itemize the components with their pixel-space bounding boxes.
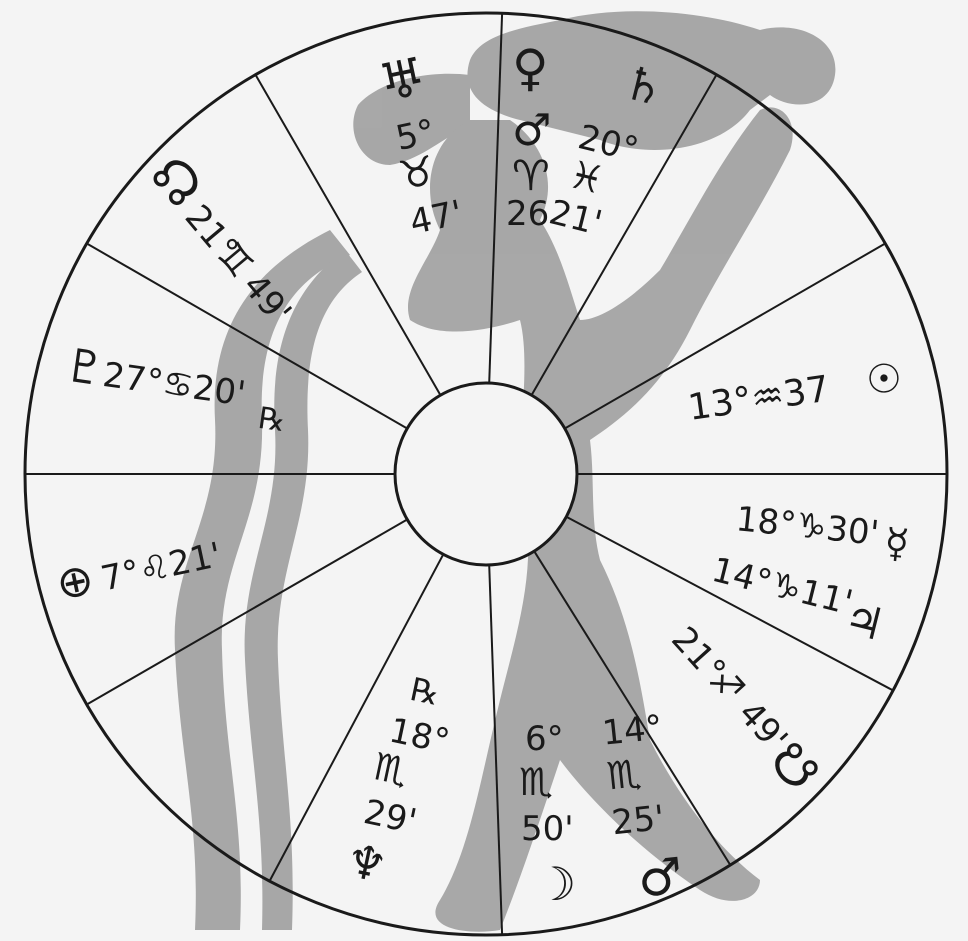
moon-minute: 50' xyxy=(521,809,574,849)
mars-sign: ♏ xyxy=(605,751,643,798)
uranus-sign: ♉ xyxy=(395,148,440,200)
saturn-sign: ♓ xyxy=(565,152,609,203)
moon-glyph: ☽ xyxy=(535,857,576,911)
sun-glyph: ☉ xyxy=(863,354,905,405)
neptune-sign: ♏ xyxy=(370,744,412,794)
neptune-retro: ℞ xyxy=(407,670,443,713)
venus-glyph: ♀ xyxy=(512,39,549,97)
venus-second-glyph: ♂ xyxy=(512,105,551,156)
moon-degree: 6° xyxy=(525,719,564,759)
neptune-minute: 29' xyxy=(360,792,420,842)
north-node-placement: ☊ 21° ♊ 49' xyxy=(138,145,311,335)
jupiter-text: 14°♑11' xyxy=(708,550,857,623)
moon-sign: ♏ xyxy=(519,760,553,804)
mercury-text: 18°♑30' xyxy=(734,499,881,554)
jupiter-placement: 14°♑11' ♃ xyxy=(703,550,892,652)
mars-minute: 25' xyxy=(610,798,667,843)
pluto-retro: ℞ xyxy=(256,401,288,439)
neptune-placement: ℞ 18° ♏ 29' ♆ xyxy=(341,664,463,901)
mars-degree: 14° xyxy=(600,708,664,754)
mars-glyph: ♂ xyxy=(635,846,686,908)
sun-placement: 13°♒37 ☉ xyxy=(685,354,905,430)
inner-circle xyxy=(395,383,577,565)
sun-text: 13°♒37 xyxy=(686,369,832,429)
mercury-glyph: ☿ xyxy=(882,520,911,568)
venus-sign: ♈ xyxy=(512,151,550,200)
neptune-glyph: ♆ xyxy=(341,832,393,893)
venus-placement: ♀ ♂ ♈ 26 xyxy=(506,39,551,234)
mercury-placement: 18°♑30' ☿ xyxy=(733,499,912,568)
venus-degree: 26 xyxy=(506,194,549,234)
part-of-fortune-glyph: ⊕ xyxy=(52,553,99,611)
